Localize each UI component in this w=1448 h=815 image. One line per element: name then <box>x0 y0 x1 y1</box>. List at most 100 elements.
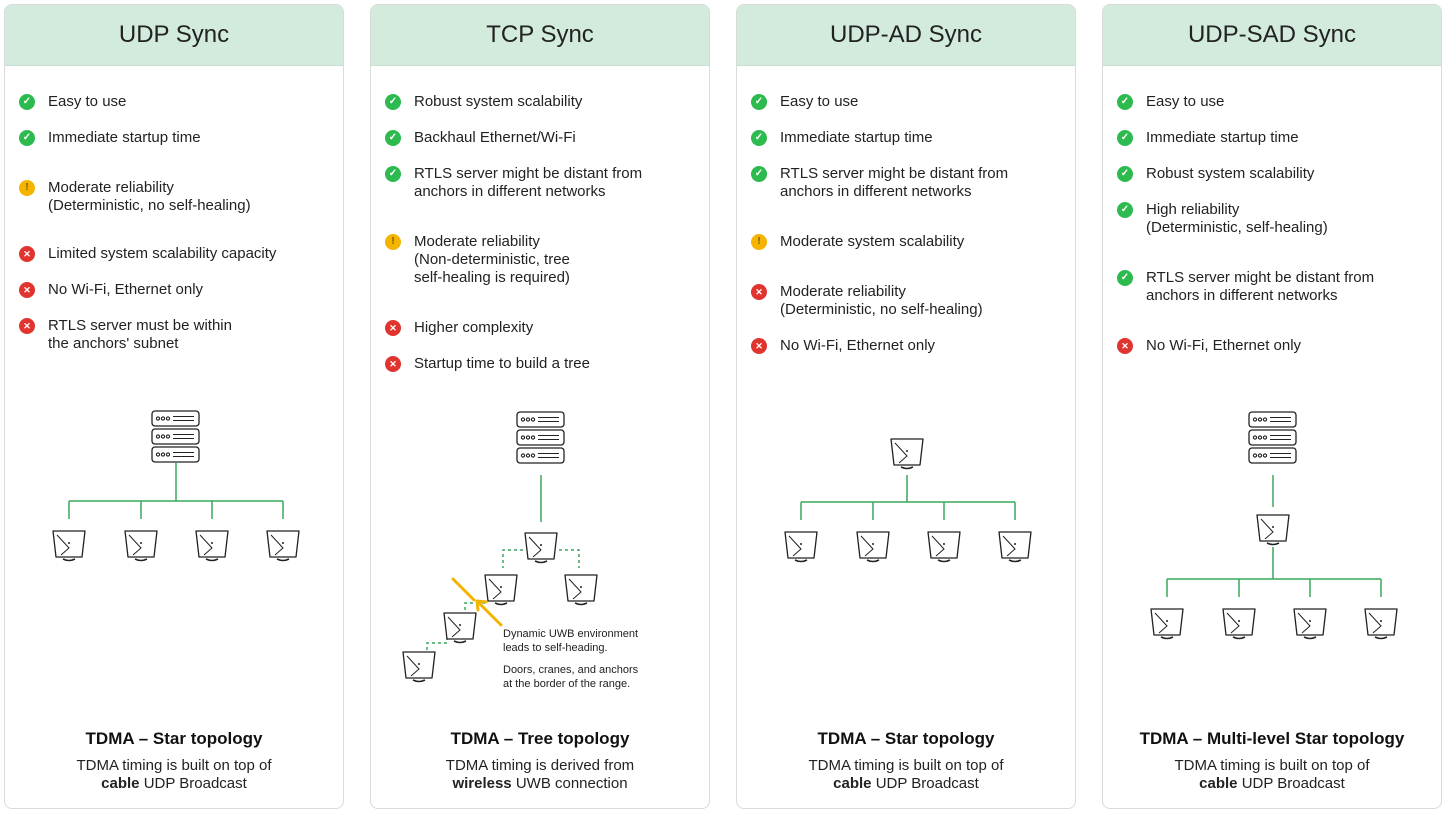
item-text: RTLS server might be distant from anchor… <box>780 165 1009 200</box>
item-text: Robust system scalability <box>1146 165 1315 182</box>
item-text: Moderate system scalability <box>780 233 965 250</box>
list-item: ✓ Backhaul Ethernet/Wi-Fi <box>385 129 701 147</box>
warning-icon: ! <box>751 234 767 250</box>
self-healing-arrow-icon <box>451 577 503 627</box>
server-icon <box>1248 411 1297 464</box>
item-text: Moderate reliability (Deterministic, no … <box>48 179 251 214</box>
cross-icon: ✕ <box>19 282 35 298</box>
list-item: ✕ RTLS server must be within the anchors'… <box>19 317 335 353</box>
cross-icon: ✕ <box>1117 338 1133 354</box>
card-udp-sync: UDP Sync ✓ Easy to use ✓ Immediate startup… <box>4 4 344 809</box>
anchor-icon <box>443 612 477 644</box>
cross-icon: ✕ <box>751 284 767 300</box>
check-icon: ✓ <box>385 166 401 182</box>
anchor-icon <box>927 531 961 563</box>
anchor-icon <box>1150 608 1184 640</box>
item-text: Higher complexity <box>414 319 534 336</box>
item-text: No Wi-Fi, Ethernet only <box>48 281 204 298</box>
topology-title: TDMA – Tree topology <box>450 729 630 748</box>
item-text: Easy to use <box>780 93 859 110</box>
list-item: ✓ RTLS server might be distant from ancho… <box>385 165 701 201</box>
anchor-icon <box>890 438 924 470</box>
check-icon: ✓ <box>385 130 401 146</box>
anchor-icon <box>1364 608 1398 640</box>
item-text: Moderate reliability (Deterministic, no … <box>780 283 983 318</box>
cross-icon: ✕ <box>19 318 35 334</box>
card-udp-sad-sync: UDP-SAD Sync ✓ Easy to use ✓ Immediate sta… <box>1102 4 1442 809</box>
check-icon: ✓ <box>1117 166 1133 182</box>
tree-topology-diagram <box>402 411 598 683</box>
item-text: Easy to use <box>1146 93 1225 110</box>
list-item: ✕ Limited system scalability capacity <box>19 245 335 263</box>
anchor-icon <box>998 531 1032 563</box>
list-item: ✓ Easy to use <box>1117 93 1433 111</box>
check-icon: ✓ <box>751 166 767 182</box>
check-icon: ✓ <box>1117 130 1133 146</box>
list-item: ✓ RTLS server might be distant from ancho… <box>751 165 1067 201</box>
list-item: ✕ Higher complexity <box>385 319 701 337</box>
list-item: ! Moderate reliability (Deterministic, no… <box>19 179 335 215</box>
anchor-icon <box>124 530 158 562</box>
item-text: No Wi-Fi, Ethernet only <box>1146 337 1302 354</box>
item-text: Immediate startup time <box>48 129 201 146</box>
multi-level-star-topology-diagram <box>1150 411 1398 640</box>
cross-icon: ✕ <box>385 320 401 336</box>
list-item: ✓RTLS server might be distant from ancho… <box>1117 269 1433 305</box>
star-topology-diagram <box>52 410 300 562</box>
item-text: Robust system scalability <box>414 93 583 110</box>
check-icon: ✓ <box>751 130 767 146</box>
list-item: ✓ High reliability (Deterministic, self-h… <box>1117 201 1433 237</box>
list-item: ✓ Immediate startup time <box>1117 129 1433 147</box>
card-udp-ad-sync: UDP-AD Sync ✓Easy to use ✓Immediate star… <box>736 4 1076 809</box>
item-text: Limited system scalability capacity <box>48 245 277 262</box>
item-text: RTLS server must be within the anchors' … <box>48 317 232 352</box>
list-item: ✓Easy to use <box>751 93 1067 111</box>
list-item: ✓ Robust system scalability <box>1117 165 1433 183</box>
anchor-icon <box>1293 608 1327 640</box>
item-text: Moderate reliability (Non-deterministic,… <box>414 233 570 286</box>
topology-title: TDMA – Star topology <box>817 729 995 748</box>
anchor-icon <box>52 530 86 562</box>
item-text: Immediate startup time <box>780 129 933 146</box>
list-item: ! Moderate reliability (Non-deterministic… <box>385 233 701 287</box>
list-item: ✓ Easy to use <box>19 93 335 111</box>
list-item: ✓ Immediate startup time <box>751 129 1067 147</box>
item-text: No Wi-Fi, Ethernet only <box>780 337 936 354</box>
cross-icon: ✕ <box>19 246 35 262</box>
item-text: Easy to use <box>48 93 127 110</box>
card-title: UDP Sync <box>5 5 343 66</box>
annotation-note: Doors, cranes, and anchors at the border… <box>503 664 639 690</box>
warning-icon: ! <box>385 234 401 250</box>
list-item: ✕ No Wi-Fi, Ethernet only <box>19 281 335 299</box>
list-item: ✓Robust system scalability <box>385 93 701 111</box>
cross-icon: ✕ <box>385 356 401 372</box>
warning-icon: ! <box>19 180 35 196</box>
anchor-icon <box>195 530 229 562</box>
item-text: Immediate startup time <box>1146 129 1299 146</box>
list-item: ! Moderate system scalability <box>751 233 1067 251</box>
check-icon: ✓ <box>1117 94 1133 110</box>
item-text: RTLS server might be distant from anchor… <box>414 165 643 200</box>
check-icon: ✓ <box>19 94 35 110</box>
item-text: High reliability (Deterministic, self-he… <box>1146 201 1328 236</box>
check-icon: ✓ <box>1117 202 1133 218</box>
list-item: ✕No Wi-Fi, Ethernet only <box>751 337 1067 355</box>
anchor-icon <box>784 531 818 563</box>
server-icon <box>151 410 200 463</box>
anchor-icon <box>1222 608 1256 640</box>
anchor-icon <box>1256 514 1290 546</box>
topology-title: TDMA – Multi-level Star topology <box>1139 729 1405 748</box>
item-text: Backhaul Ethernet/Wi-Fi <box>414 129 576 146</box>
item-text: Startup time to build a tree <box>414 355 590 372</box>
list-item: ✕ No Wi-Fi, Ethernet only <box>1117 337 1433 355</box>
anchor-icon <box>564 574 598 606</box>
anchor-icon <box>524 532 558 564</box>
anchor-icon <box>856 531 890 563</box>
card-title: UDP-SAD Sync <box>1103 5 1441 66</box>
card-title: UDP-AD Sync <box>737 5 1075 66</box>
list-item: ✕ Startup time to build a tree <box>385 355 701 373</box>
anchor-icon <box>484 574 518 606</box>
